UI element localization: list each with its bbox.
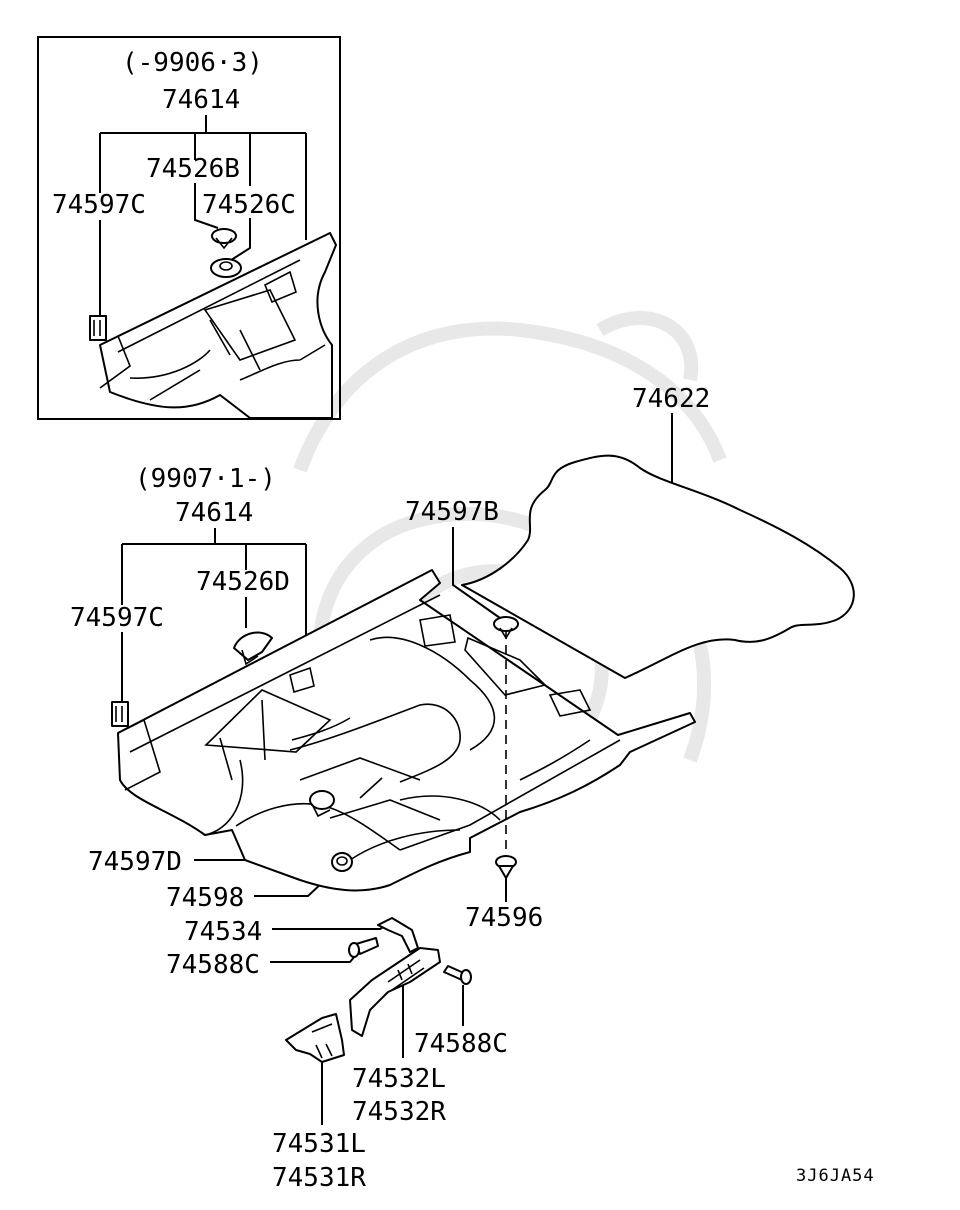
inset-leader-lines — [99, 115, 307, 316]
inset-grommet-74526b — [211, 228, 237, 250]
rear-carpet-74622 — [461, 454, 855, 679]
main-label-74534: 74534 — [184, 917, 262, 947]
diagram-code: 3J6JA54 — [796, 1166, 875, 1186]
inset-clip-74597c — [89, 315, 107, 341]
inset-floor-carpet — [99, 232, 337, 419]
grommet-74526d — [233, 631, 273, 666]
clip-74597b — [493, 616, 519, 640]
main-label-74526d: 74526D — [196, 567, 290, 597]
inset-date-range: (-9906·3) — [122, 48, 263, 78]
main-label-74596: 74596 — [465, 903, 543, 933]
main-label-74532r: 74532R — [352, 1097, 446, 1127]
main-label-74598: 74598 — [166, 883, 244, 913]
bracket-74534 — [377, 917, 419, 953]
inset-label-74526c: 74526C — [202, 190, 296, 220]
main-date-range: (9907·1-) — [135, 464, 276, 494]
inset-label-74526b: 74526B — [146, 154, 240, 184]
main-label-74614: 74614 — [175, 498, 253, 528]
main-label-74532l: 74532L — [352, 1064, 446, 1094]
front-floor-carpet — [117, 569, 696, 892]
main-label-74531l: 74531L — [272, 1129, 366, 1159]
clip-74597d — [309, 790, 335, 818]
inset-box: (-9906·3) 74614 74526B 74526C 74597C — [37, 36, 341, 420]
panel-74531 — [285, 1013, 345, 1063]
clip-74597c — [111, 701, 129, 727]
screw-74588c-right — [443, 965, 472, 985]
inset-grommet-74526c — [210, 258, 242, 278]
main-label-74597c: 74597C — [70, 603, 164, 633]
pad-74532 — [349, 947, 441, 1037]
fastener-74596 — [495, 855, 517, 879]
screw-74588c-left — [348, 937, 379, 958]
inset-label-74597c: 74597C — [52, 190, 146, 220]
inset-label-74614: 74614 — [162, 85, 240, 115]
main-label-74588c-right: 74588C — [414, 1029, 508, 1059]
main-label-74597d: 74597D — [88, 847, 182, 877]
main-label-74531r: 74531R — [272, 1163, 366, 1193]
plug-74598 — [331, 852, 353, 872]
main-label-74597b: 74597B — [405, 497, 499, 527]
main-label-74588c-left: 74588C — [166, 950, 260, 980]
main-label-74622: 74622 — [632, 384, 710, 414]
